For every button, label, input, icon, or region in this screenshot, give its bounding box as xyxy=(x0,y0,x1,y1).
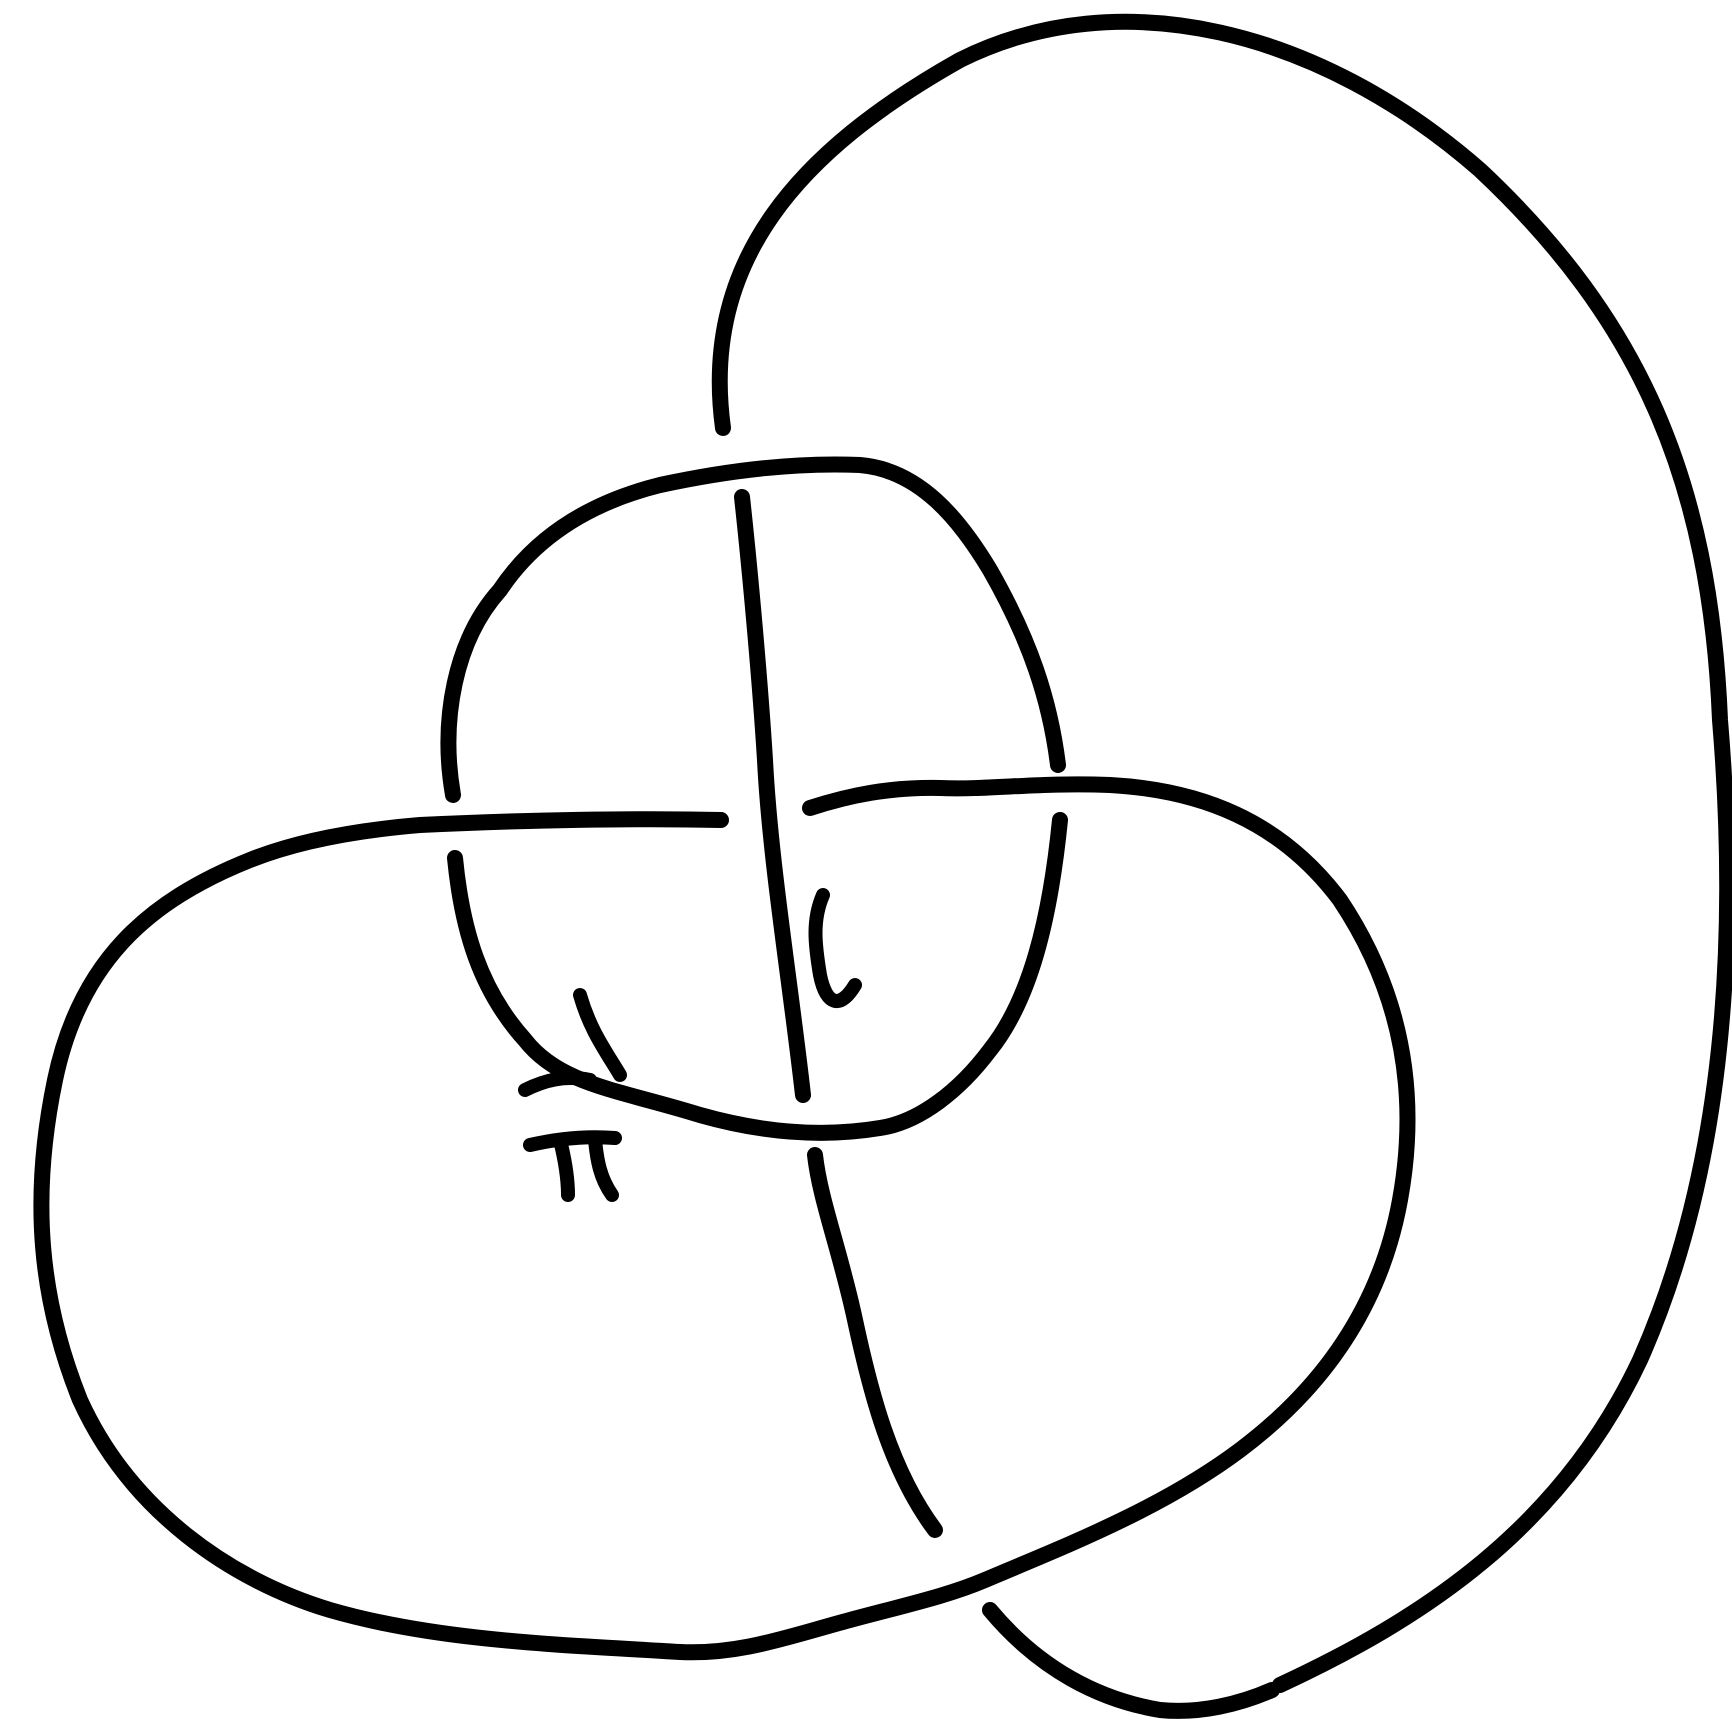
vertical-strand-upper xyxy=(742,497,803,1095)
outer-loop-strand xyxy=(720,22,1727,1685)
label-2-glyph xyxy=(530,1137,615,1195)
arrow-mark-icon xyxy=(525,995,620,1090)
left-horizontal-strand xyxy=(41,784,1407,1652)
vertical-strand-lower xyxy=(815,1155,935,1530)
label-1: ɩ xyxy=(830,949,831,951)
outer-loop-bottom-strand xyxy=(990,1610,1272,1711)
label-1-glyph xyxy=(816,895,856,1001)
